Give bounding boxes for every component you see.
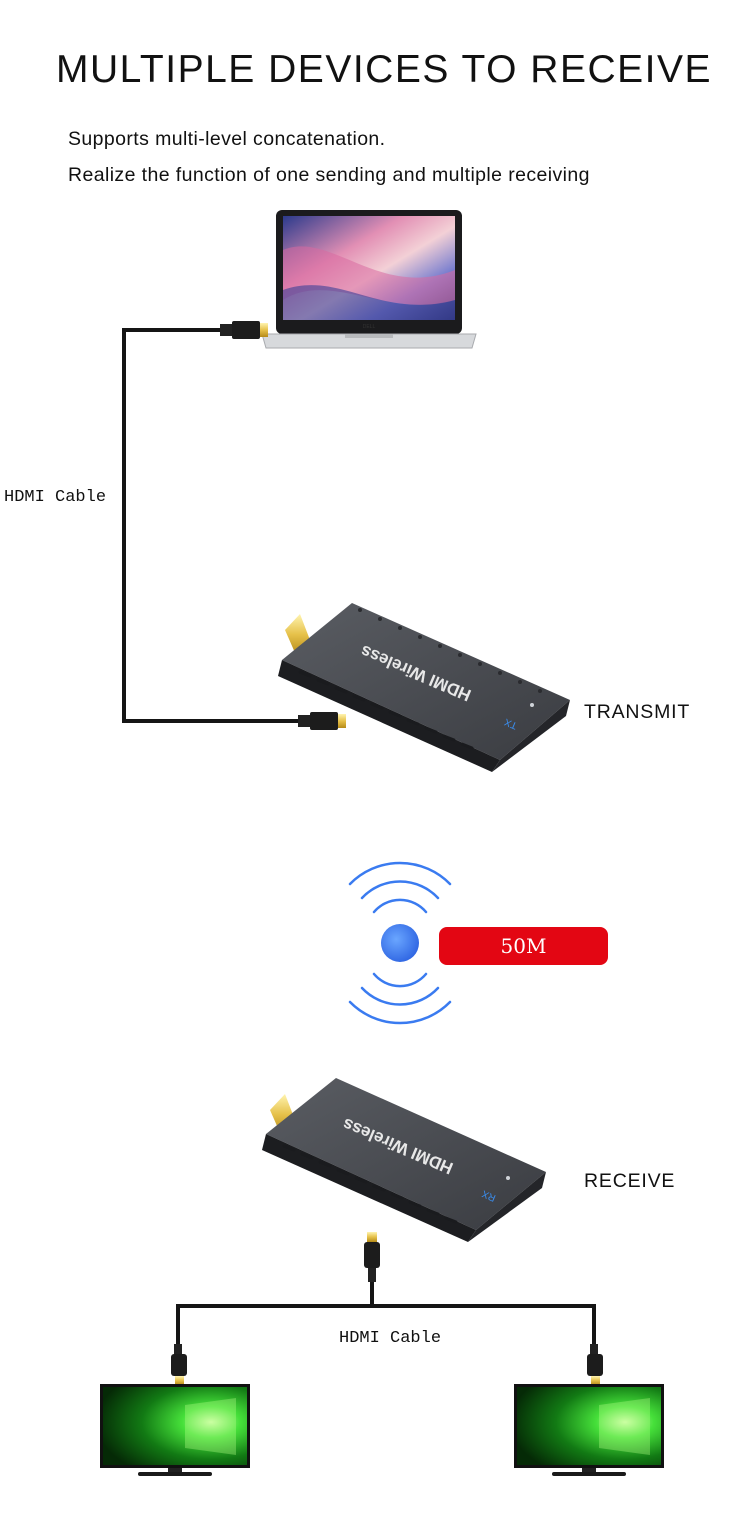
hdmi-cable-top	[122, 321, 346, 730]
feature-line-1: Supports multi-level concatenation.	[68, 128, 386, 150]
distance-badge: 50M	[439, 927, 608, 965]
receiver-tag: RX	[480, 1187, 497, 1203]
cable-label-bottom: HDMI Cable	[339, 1329, 442, 1348]
feature-line-2: Realize the function of one sending and …	[68, 164, 590, 186]
page-title: MULTIPLE DEVICES TO RECEIVE	[55, 48, 712, 91]
laptop	[261, 210, 477, 349]
signal-dot-icon	[381, 924, 419, 962]
hdmi-cable-bottom	[171, 1232, 603, 1385]
receiver-device	[262, 1078, 546, 1242]
laptop-logo: DELL	[363, 324, 376, 330]
transmitter-tag: TX	[503, 716, 519, 731]
transmitter-device	[278, 603, 570, 772]
monitor-right	[514, 1384, 664, 1476]
cable-label-top: HDMI Cable	[4, 488, 107, 507]
monitor-left	[100, 1384, 250, 1476]
wireless-signal-icon	[348, 861, 452, 1025]
receive-label: RECEIVE	[584, 1170, 676, 1192]
transmit-label: TRANSMIT	[584, 701, 691, 723]
